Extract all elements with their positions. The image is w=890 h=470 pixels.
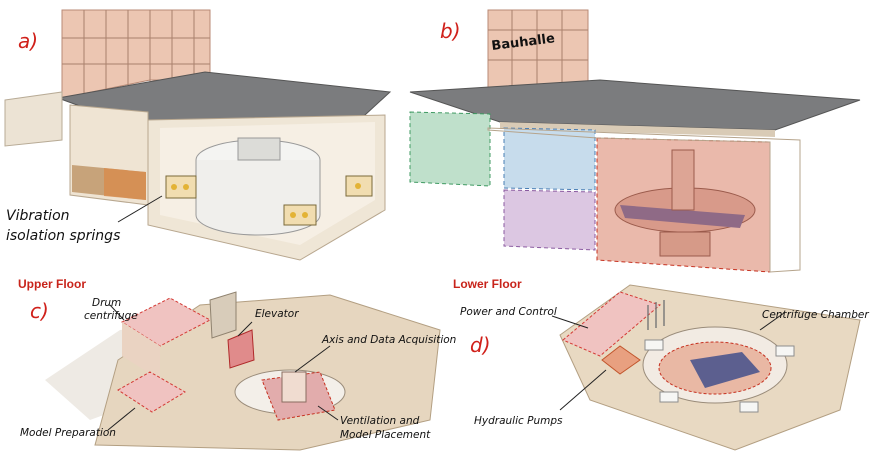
ventilation-label-line1: Ventilation and: [340, 415, 420, 427]
panel-b-illustration: [409, 9, 861, 273]
drum-label-line1: Drum: [92, 297, 121, 309]
panel-a-illustration: [4, 9, 392, 261]
drum-label-line2: centrifuge: [84, 310, 138, 322]
leader-lines: [107, 195, 785, 431]
springs-label-line2: isolation springs: [6, 228, 120, 244]
power-control-label: Power and Control: [460, 306, 557, 318]
panel-c-illustration: [45, 291, 441, 451]
axis-data-label: Axis and Data Acquisition: [321, 334, 456, 346]
lower-floor-title: Lower Floor: [453, 277, 522, 291]
ventilation-label-line2: Model Placement: [340, 429, 431, 441]
upper-floor-title: Upper Floor: [18, 277, 86, 291]
panel-c-letter: c): [30, 299, 49, 323]
panel-d-letter: d): [470, 333, 491, 357]
hydraulic-pumps-label: Hydraulic Pumps: [474, 415, 563, 427]
centrifuge-chamber-label: Centrifuge Chamber: [762, 309, 869, 321]
springs-label-line1: Vibration: [6, 208, 70, 224]
panel-d-illustration: [559, 284, 861, 451]
panel-b-letter: b): [440, 19, 461, 43]
panel-a-letter: a): [18, 29, 38, 53]
elevator-label: Elevator: [255, 308, 299, 320]
model-prep-label: Model Preparation: [20, 427, 116, 439]
